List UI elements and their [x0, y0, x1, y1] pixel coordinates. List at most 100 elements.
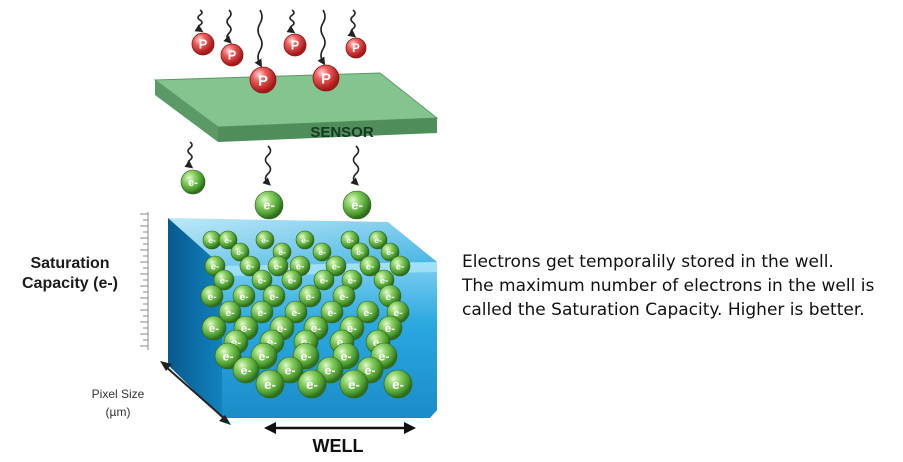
electron-icon: e-	[213, 269, 235, 291]
photon-arrow	[317, 9, 326, 66]
svg-text:e-: e-	[339, 292, 349, 303]
emission-arrows	[184, 141, 360, 186]
svg-text:e-: e-	[337, 337, 347, 349]
svg-text:e-: e-	[267, 337, 277, 349]
svg-text:P: P	[291, 39, 299, 53]
emission-arrow	[350, 145, 360, 186]
svg-text:e-: e-	[208, 235, 216, 245]
svg-text:e-: e-	[385, 292, 395, 303]
svg-text:e-: e-	[386, 247, 394, 257]
electron-icon: e-	[214, 342, 242, 370]
svg-text:e-: e-	[278, 247, 286, 257]
stored-electrons: e-e-e-e-e-e-e-e-e-e-e-e-e-e-e-e-e-e-e-e-…	[200, 230, 413, 399]
svg-text:e-: e-	[209, 323, 219, 335]
photon-icon: P	[220, 43, 244, 67]
photon-icon: P	[249, 66, 277, 94]
svg-text:e-: e-	[318, 247, 326, 257]
electron-icon: e-	[202, 230, 222, 250]
svg-text:e-: e-	[223, 349, 234, 363]
svg-text:e-: e-	[365, 363, 376, 377]
description-line-3: called the Saturation Capacity. Higher i…	[462, 300, 865, 320]
electron-icon: e-	[255, 369, 285, 399]
svg-text:P: P	[199, 38, 207, 52]
electron-icon: e-	[255, 230, 275, 250]
svg-text:e-: e-	[291, 308, 301, 319]
electron-icon: e-	[281, 269, 303, 291]
sensor-front-face	[218, 118, 437, 142]
svg-text:e-: e-	[392, 377, 404, 392]
svg-text:e-: e-	[285, 363, 296, 377]
pixel-size-line-1: Pixel Size	[91, 387, 145, 401]
pixel-size-label: Pixel Size (µm)	[68, 385, 168, 421]
svg-text:e-: e-	[348, 377, 360, 392]
saturation-ruler	[140, 212, 149, 350]
electron-icon: e-	[313, 269, 335, 291]
svg-text:e-: e-	[259, 349, 270, 363]
electron-icon: e-	[325, 255, 347, 277]
electron-icon: e-	[218, 300, 242, 324]
svg-text:e-: e-	[366, 261, 374, 272]
electron-icon: e-	[250, 300, 274, 324]
description-line-2: The maximum number of electrons in the w…	[462, 276, 875, 296]
emission-arrow	[184, 141, 194, 169]
svg-text:e-: e-	[264, 377, 276, 392]
svg-text:e-: e-	[246, 261, 254, 272]
photon-arrow	[347, 9, 357, 38]
electron-icon: e-	[239, 255, 261, 277]
svg-text:e-: e-	[374, 235, 382, 245]
svg-text:e-: e-	[220, 275, 228, 286]
photon-arrow	[223, 9, 232, 44]
svg-text:e-: e-	[231, 337, 241, 349]
electron-icon: e-	[251, 269, 273, 291]
pixel-size-line-2: (µm)	[105, 405, 131, 419]
svg-text:e-: e-	[363, 308, 373, 319]
electron-icon: e-	[389, 255, 411, 277]
electron-icon: e-	[359, 255, 381, 277]
svg-text:P: P	[321, 70, 331, 87]
emitted-electrons: e-e-e-	[180, 169, 372, 220]
electron-icon: e-	[254, 190, 284, 220]
saturation-label-line-1: Saturation	[30, 255, 110, 272]
photon-icon: P	[312, 64, 340, 92]
svg-text:e-: e-	[356, 247, 364, 257]
electron-icon: e-	[320, 300, 344, 324]
electron-icon: e-	[332, 284, 356, 308]
svg-text:e-: e-	[258, 275, 266, 286]
svg-text:e-: e-	[348, 275, 356, 286]
svg-text:e-: e-	[346, 235, 354, 245]
saturation-capacity-label: Saturation Capacity (e-)	[14, 254, 126, 294]
svg-text:e-: e-	[296, 261, 304, 272]
sensor-label: SENSOR	[310, 124, 374, 141]
svg-text:e-: e-	[385, 323, 395, 335]
electron-icon: e-	[230, 242, 250, 262]
saturation-label-line-2: Capacity (e-)	[21, 275, 119, 292]
svg-text:e-: e-	[224, 235, 232, 245]
svg-text:P: P	[228, 49, 236, 63]
electron-icon: e-	[267, 255, 289, 277]
svg-text:e-: e-	[306, 377, 318, 392]
electron-icon: e-	[232, 284, 256, 308]
electron-icon: e-	[218, 230, 238, 250]
photon-icon: P	[191, 32, 215, 56]
svg-text:e-: e-	[320, 275, 328, 286]
svg-text:e-: e-	[305, 292, 315, 303]
emission-arrow	[262, 145, 272, 186]
electron-icon: e-	[380, 242, 400, 262]
electron-icon: e-	[180, 169, 206, 195]
description-text: Electrons get temporalily stored in the …	[462, 250, 892, 322]
electron-icon: e-	[312, 242, 332, 262]
svg-text:e-: e-	[301, 235, 309, 245]
electron-icon: e-	[340, 230, 360, 250]
electron-icon: e-	[350, 242, 370, 262]
svg-text:e-: e-	[263, 198, 275, 213]
electron-icon: e-	[262, 284, 286, 308]
electron-icon: e-	[356, 300, 380, 324]
well-label: WELL	[313, 436, 364, 456]
electron-icon: e-	[201, 315, 227, 341]
electron-icon: e-	[250, 342, 278, 370]
svg-text:e-: e-	[379, 349, 390, 363]
electron-icon: e-	[339, 369, 369, 399]
photon-arrow	[286, 9, 296, 34]
